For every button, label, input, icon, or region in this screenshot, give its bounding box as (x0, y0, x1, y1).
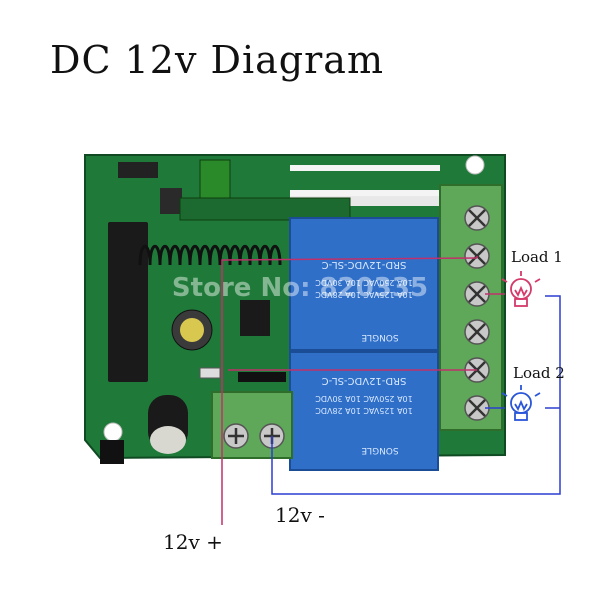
relay-2-model-text: SRD-12VDC-SL-C (322, 375, 407, 386)
load-2-label: Load 2 (513, 364, 565, 382)
power-terminal-block (211, 391, 293, 459)
negative-wire (271, 295, 561, 495)
load-1-label: Load 1 (511, 248, 563, 266)
load-1-lamp-icon (501, 271, 541, 307)
relay-2-brand: SONGLE (361, 445, 399, 455)
relay-1: SRD-12VDC-SL-C 10A 250VAC 10A 30VDC 10A … (289, 217, 439, 351)
relay-1-model-text: SRD-12VDC-SL-C (322, 259, 407, 270)
relay-1-rating-1: 10A 250VAC 10A 30VDC (315, 278, 413, 287)
load-2-lamp-icon (501, 385, 541, 421)
relay-2-rating-1: 10A 250VAC 10A 30VDC (315, 394, 413, 403)
store-watermark: Store No: 820335 (172, 273, 428, 303)
positive-wire (221, 256, 478, 525)
relay-2: SRD-12VDC-SL-C 10A 250VAC 10A 30VDC 10A … (289, 351, 439, 471)
relay-2-rating-2: 10A 125VAC 10A 28VDC (315, 406, 413, 415)
relay-1-rating-2: 10A 125VAC 10A 28VDC (315, 290, 413, 299)
relay-1-brand: SONGLE (361, 332, 399, 342)
load-wires (485, 293, 505, 409)
output-terminal-block (439, 184, 503, 431)
negative-voltage-label: 12v - (275, 503, 325, 527)
diagram-title: DC 12v Diagram (50, 38, 384, 82)
positive-voltage-label: 12v + (163, 530, 223, 554)
